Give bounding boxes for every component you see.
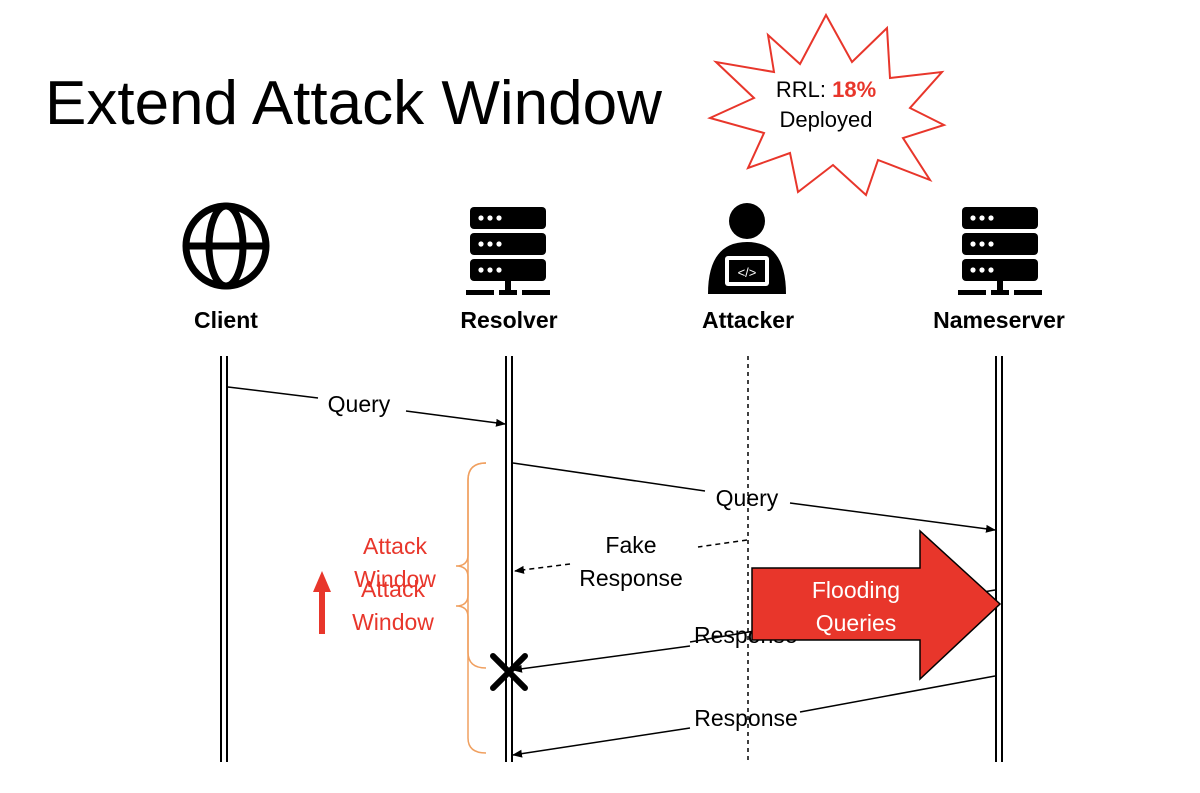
message-label: Query [328, 391, 391, 417]
flood-label-line-2: Queries [816, 610, 897, 636]
actor-label-resolver: Resolver [460, 307, 557, 333]
attack-window-extended-line-2: Window [352, 609, 434, 635]
attack-window-original-line-2: Window [354, 566, 436, 592]
extend-up-arrow-icon [313, 571, 331, 634]
globe-icon [182, 202, 270, 290]
message-label: Query [716, 485, 779, 511]
message-response: Response [512, 675, 996, 758]
message-fake-response: Fake Response [514, 532, 748, 591]
message-query-client-resolver: Query [227, 386, 506, 427]
rrl-starburst: RRL: 18% Deployed [707, 12, 947, 197]
actor-label-attacker: Attacker [702, 307, 794, 333]
flood-label-line-1: Flooding [812, 577, 900, 603]
page-title: Extend Attack Window [45, 69, 662, 138]
rrl-prefix: RRL: [776, 77, 832, 102]
starburst-line-2: Deployed [780, 107, 873, 132]
rrl-value: 18% [832, 77, 876, 102]
server-icon [958, 207, 1042, 295]
lifeline-client [220, 356, 228, 762]
svg-text:</>: </> [738, 265, 757, 280]
attack-window-extended-line-1: Attack [361, 576, 425, 602]
lifeline-nameserver [995, 356, 1003, 762]
flooding-queries-arrow: Flooding Queries [751, 529, 1002, 681]
actor-label-nameserver: Nameserver [933, 307, 1065, 333]
attack-window-brace-extended [455, 462, 487, 754]
blocked-x-icon [490, 653, 528, 691]
message-query-resolver-nameserver: Query [512, 462, 996, 533]
message-label: Fake [605, 532, 656, 558]
starburst-shape [707, 12, 947, 197]
server-icon [466, 207, 550, 295]
starburst-line-1: RRL: 18% [776, 77, 876, 102]
actor-label-client: Client [194, 307, 258, 333]
message-label: Response [694, 705, 798, 731]
lifeline-resolver [505, 356, 513, 762]
attack-window-brace-original [455, 462, 487, 669]
message-label: Response [579, 565, 683, 591]
hacker-icon: </> [708, 203, 786, 294]
attack-window-original-line-1: Attack [363, 533, 427, 559]
